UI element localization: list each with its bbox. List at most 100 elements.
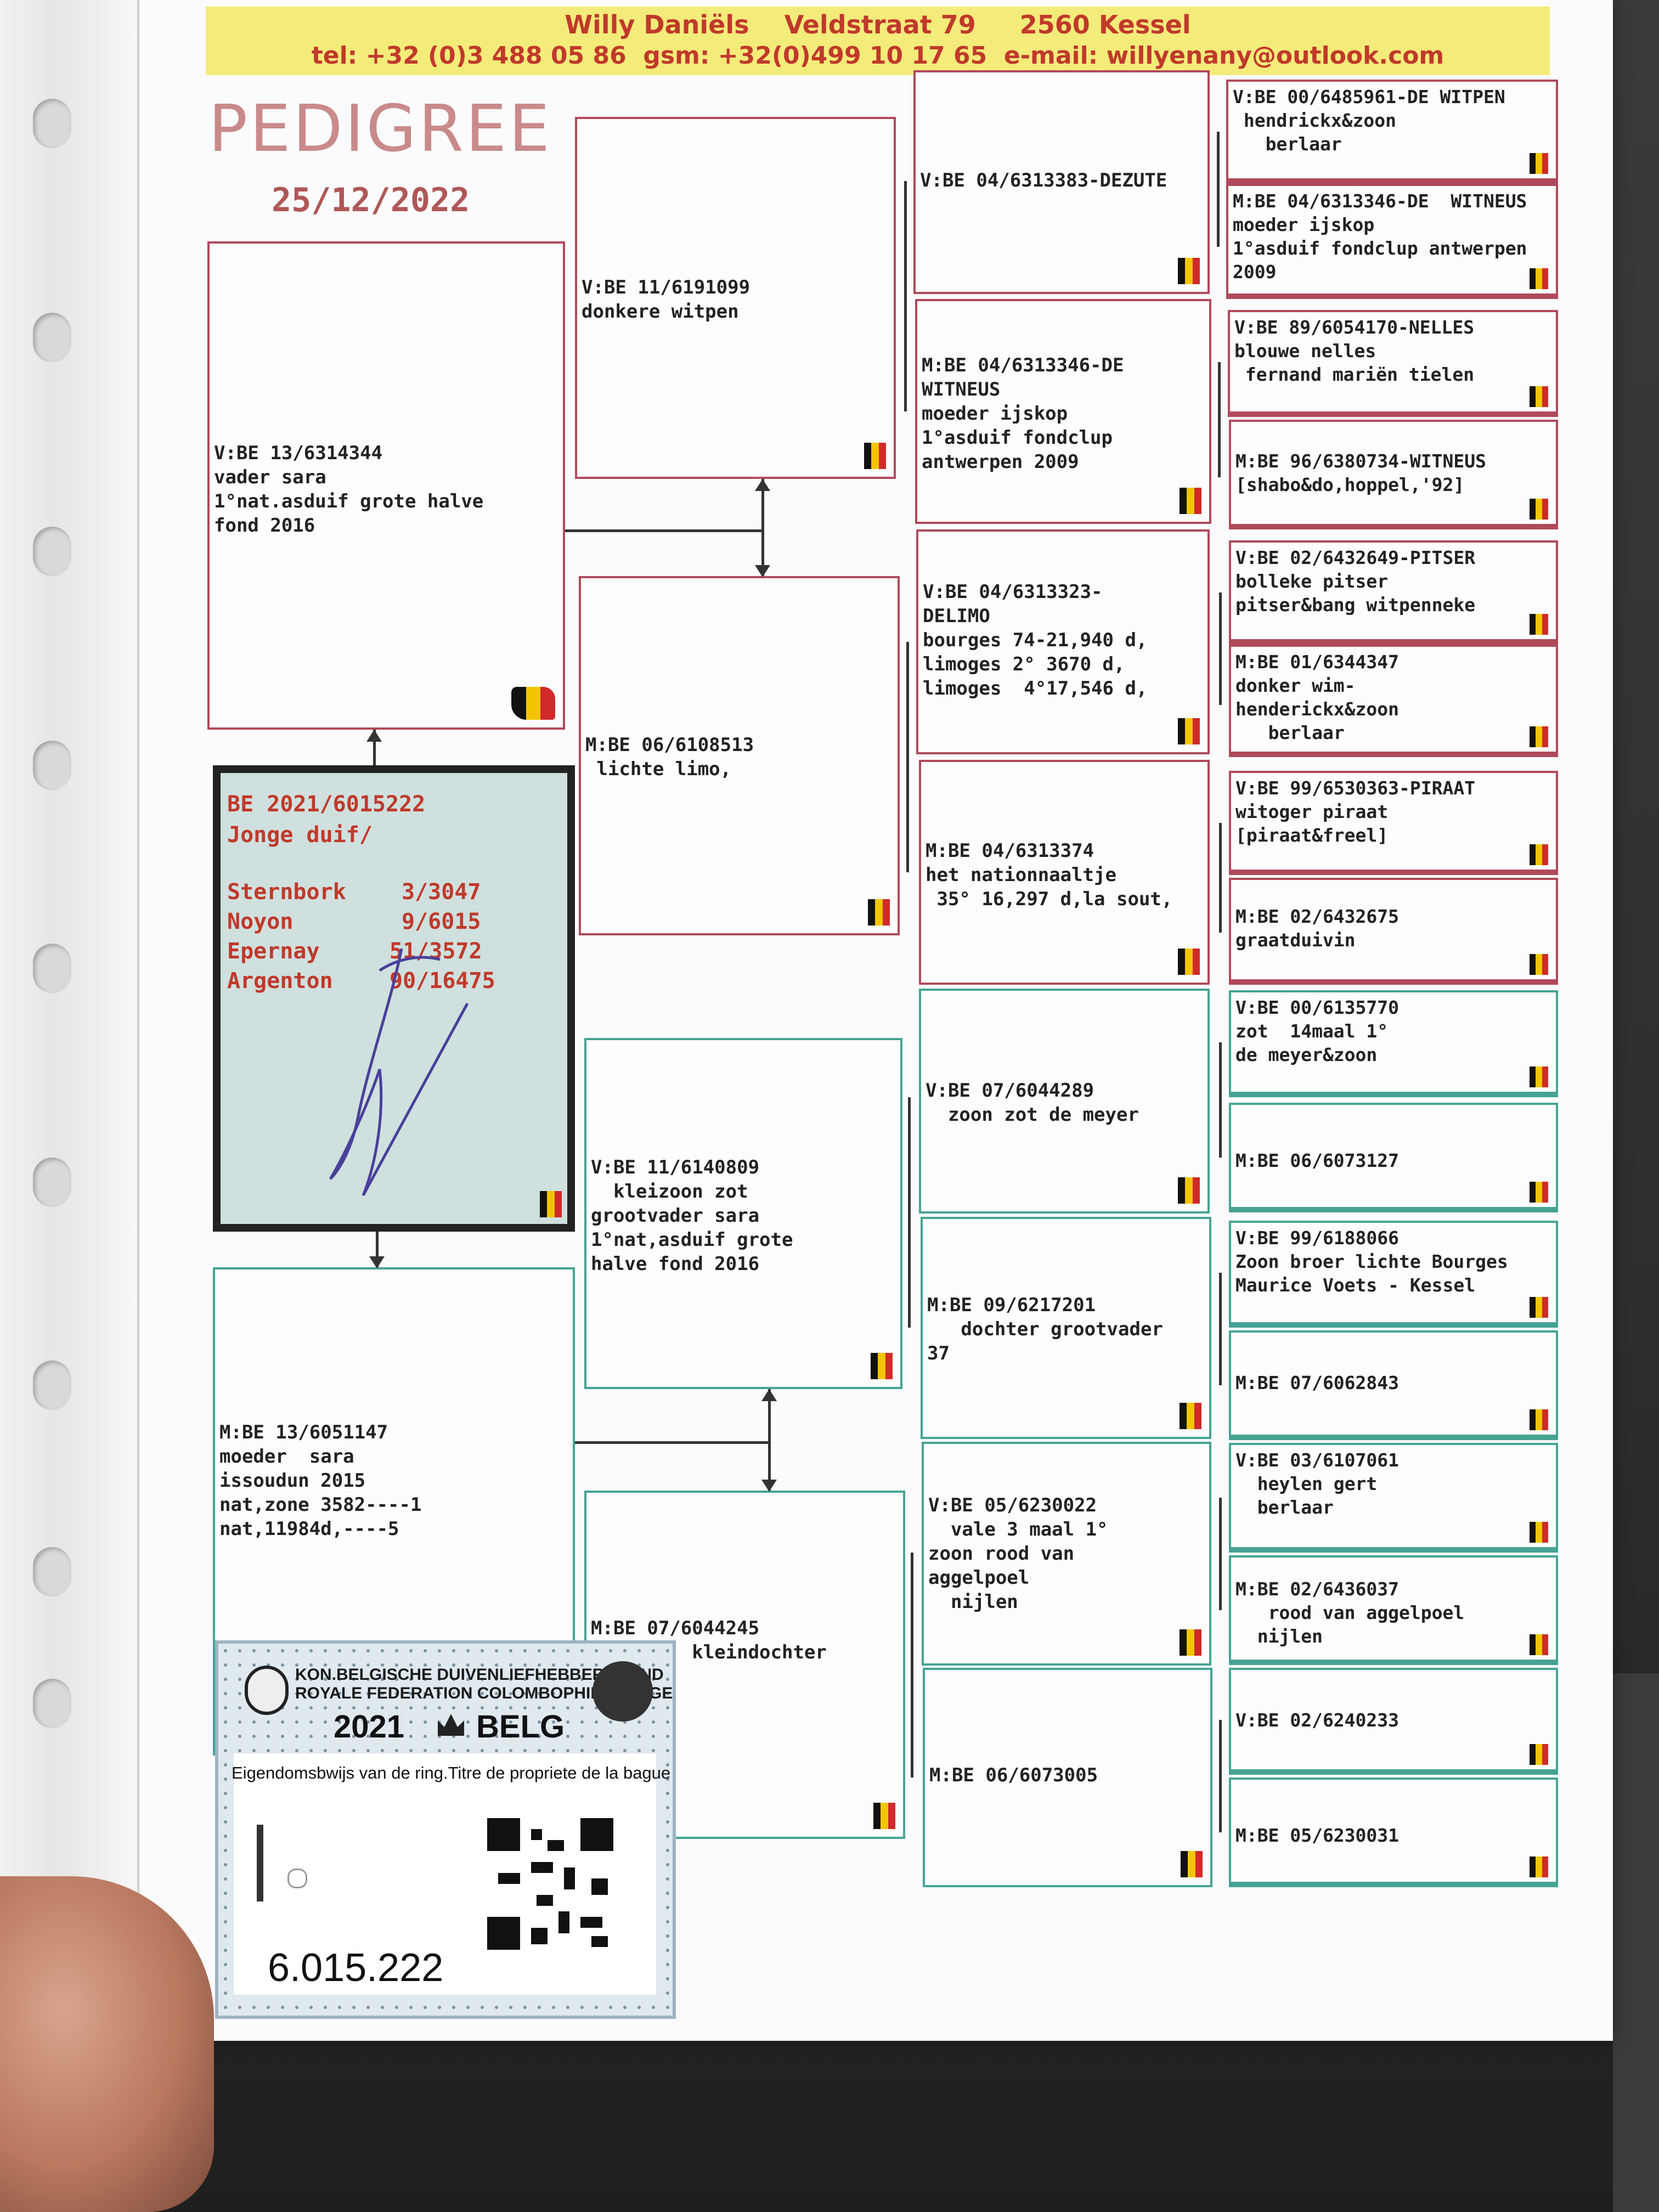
rfcb-logo-icon: [245, 1666, 289, 1715]
pedigree-date: 25/12/2022: [272, 181, 470, 219]
belgian-flag-icon: [1181, 1851, 1203, 1877]
ring-certificate: KON.BELGISCHE DUIVENLIEFHEBBERSBOND ROYA…: [215, 1640, 676, 2019]
belgian-flag-icon: [511, 687, 555, 720]
ancestor-card: V:BE 05/6230022 vale 3 maal 1° zoon rood…: [922, 1442, 1211, 1666]
arrow-up-icon: [366, 730, 382, 742]
main-bird-ring: BE 2021/6015222: [227, 792, 426, 817]
punch-hole: [33, 944, 71, 993]
race-result: 90/16475: [390, 968, 495, 994]
ancestor-text: V:BE 04/6313323- DELIMO bourges 74-21,94…: [923, 581, 1148, 699]
ancestor-text: V:BE 07/6044289 zoon zot de meyer: [926, 1080, 1139, 1126]
belgian-flag-icon: [1180, 1403, 1201, 1429]
grandparent-text: V:BE 11/6191099 donkere witpen: [582, 276, 751, 323]
belgian-flag-icon: [1530, 1409, 1548, 1430]
race-name: Sternbork: [227, 879, 346, 905]
ancestor-card: M:BE 06/6073005: [923, 1668, 1212, 1887]
belgian-flag-icon: [1530, 1857, 1548, 1877]
owner-address: Willy Daniëls Veldstraat 79 2560 Kessel: [565, 10, 1191, 40]
ancestor-text: M:BE 04/6313346-DE WITNEUS moeder ijskop…: [922, 354, 1124, 473]
main-bird-desc: Jonge duif/: [227, 822, 373, 848]
bracket-line: [908, 1097, 911, 1328]
ancestor-card: M:BE 04/6313374 het nationnaaltje 35° 16…: [919, 760, 1210, 985]
ancestor-card-small: V:BE 00/6485961-DE WITPEN hendrickx&zoon…: [1226, 80, 1558, 184]
main-bird-card: BE 2021/6015222 Jonge duif/ Sternbork 3/…: [213, 765, 575, 1232]
ancestor-text: V:BE 03/6107061 heylen gert berlaar: [1235, 1449, 1400, 1518]
belgian-flag-icon: [1530, 1297, 1548, 1318]
belgian-flag-icon: [864, 443, 886, 469]
qr-code: [487, 1818, 613, 1950]
ancestor-text: M:BE 01/6344347 donker wim- henderickx&z…: [1235, 651, 1400, 743]
ancestor-text: M:BE 06/6073005: [929, 1764, 1098, 1786]
belgian-flag-icon: [1530, 1634, 1548, 1655]
ring-slot: [257, 1825, 263, 1901]
race-name: Noyon: [227, 909, 294, 934]
connector-line: [768, 1389, 771, 1491]
ancestor-card: V:BE 07/6044289 zoon zot de meyer: [919, 989, 1210, 1214]
belgian-flag-icon: [1178, 718, 1200, 744]
punch-hole: [33, 99, 71, 148]
sire-card: V:BE 13/6314344 vader sara 1°nat.asduif …: [207, 241, 565, 730]
ancestor-text: V:BE 02/6240233: [1235, 1709, 1400, 1731]
bracket-line: [1218, 362, 1221, 477]
bracket-line: [904, 181, 907, 411]
belgian-flag-icon: [1530, 844, 1548, 865]
arrow-up-icon: [755, 479, 770, 491]
ancestor-text: V:BE 02/6432649-PITSER bolleke pitser pi…: [1235, 547, 1476, 616]
ancestor-card-small: M:BE 96/6380734-WITNEUS [shabo&do,hoppel…: [1229, 420, 1558, 529]
ancestor-card-small: V:BE 02/6240233: [1229, 1668, 1558, 1775]
finger: [0, 1876, 214, 2212]
bracket-line: [1217, 132, 1220, 247]
page-title: PEDIGREE: [208, 91, 552, 166]
certificate-number: 6.015.222: [268, 1946, 444, 1990]
connector-line: [575, 1441, 770, 1444]
plastic-sleeve: [0, 0, 139, 2057]
ancestor-card-small: V:BE 89/6054170-NELLES blouwe nelles fer…: [1228, 310, 1558, 417]
ancestor-text: M:BE 02/6436037 rood van aggelpoel nijle…: [1235, 1578, 1465, 1647]
belgian-flag-icon: [873, 1803, 895, 1829]
punch-hole: [33, 1547, 71, 1596]
ancestor-card-small: M:BE 04/6313346-DE WITNEUS moeder ijskop…: [1226, 184, 1558, 299]
ancestor-card-small: M:BE 07/6062843: [1229, 1330, 1558, 1440]
ring-hole: [287, 1869, 307, 1888]
bracket-line: [1219, 823, 1222, 933]
belgian-flag-icon: [1530, 1744, 1548, 1765]
ancestor-text: M:BE 96/6380734-WITNEUS [shabo&do,hoppel…: [1235, 450, 1486, 495]
arrow-up-icon: [761, 1389, 777, 1401]
grandparent-card: V:BE 11/6140809 kleizoon zot grootvader …: [584, 1038, 902, 1389]
ancestor-card-small: M:BE 01/6344347 donker wim- henderickx&z…: [1229, 645, 1558, 757]
contact-header: Willy Daniëls Veldstraat 79 2560 Kessel …: [206, 7, 1550, 75]
punch-hole: [33, 741, 71, 790]
bracket-line: [1219, 1498, 1222, 1610]
belgian-flag-icon: [1180, 488, 1201, 514]
race-result: 9/6015: [402, 909, 481, 934]
belgian-flag-icon: [1530, 1522, 1548, 1543]
bracket-line: [1219, 1273, 1222, 1385]
belgian-flag-icon: [1530, 268, 1548, 289]
ancestor-card-small: V:BE 99/6530363-PIRAAT witoger piraat [p…: [1229, 771, 1558, 875]
belgian-flag-icon: [868, 899, 890, 926]
arrow-down-icon: [369, 1256, 385, 1268]
ancestor-text: M:BE 05/6230031: [1235, 1825, 1400, 1846]
ancestor-text: V:BE 99/6188066 Zoon broer lichte Bourge…: [1235, 1227, 1508, 1296]
ancestor-card-small: V:BE 02/6432649-PITSER bolleke pitser pi…: [1229, 540, 1558, 645]
ancestor-card-small: M:BE 02/6436037 rood van aggelpoel nijle…: [1229, 1555, 1558, 1665]
belgian-flag-icon: [1180, 1629, 1201, 1656]
belgian-flag-icon: [1178, 1177, 1200, 1204]
certificate-year: 2021: [334, 1709, 405, 1745]
pen-signature: [329, 948, 469, 1197]
connector-line: [373, 730, 376, 765]
punch-hole: [33, 527, 71, 576]
ancestor-card-small: V:BE 03/6107061 heylen gert berlaar: [1229, 1443, 1558, 1553]
ancestor-card: V:BE 04/6313383-DEZUTE: [913, 70, 1210, 294]
grandparent-card: M:BE 06/6108513 lichte limo,: [579, 576, 900, 935]
owner-contact: tel: +32 (0)3 488 05 86 gsm: +32(0)499 1…: [311, 42, 1444, 70]
certificate-caption: Eigendomsbwijs van de ring.Titre de prop…: [232, 1763, 671, 1782]
grandparent-text: M:BE 06/6108513 lichte limo,: [585, 734, 754, 780]
ancestor-text: M:BE 02/6432675 graatduivin: [1235, 906, 1400, 951]
belgian-flag-icon: [1530, 386, 1548, 407]
ancestor-card: V:BE 04/6313323- DELIMO bourges 74-21,94…: [916, 529, 1210, 754]
ancestor-text: V:BE 89/6054170-NELLES blouwe nelles fer…: [1234, 317, 1475, 385]
belgian-flag-icon: [1530, 954, 1548, 975]
ancestor-card: M:BE 09/6217201 dochter grootvader 37: [921, 1217, 1211, 1439]
ancestor-text: M:BE 09/6217201 dochter grootvader 37: [927, 1294, 1163, 1364]
